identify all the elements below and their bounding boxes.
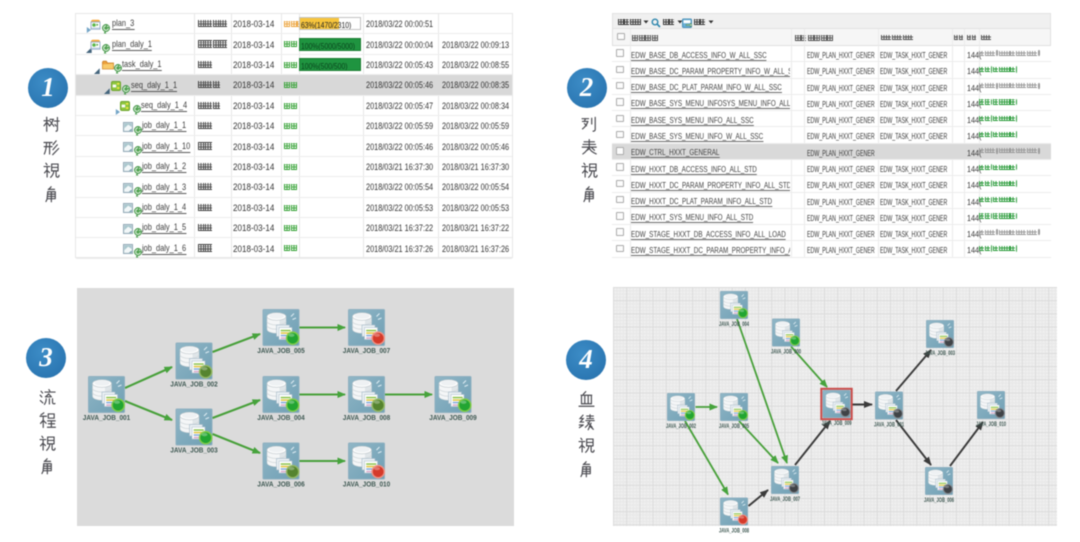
svg-text:JAVA_JOB_005: JAVA_JOB_005 xyxy=(257,348,305,355)
svg-text:JAVA_JOB_010: JAVA_JOB_010 xyxy=(976,421,1006,428)
svg-text:JAVA_JOB_004: JAVA_JOB_004 xyxy=(719,321,749,328)
svg-text:JAVA_JOB_006: JAVA_JOB_006 xyxy=(257,482,305,489)
svg-text:JAVA_JOB_004: JAVA_JOB_004 xyxy=(257,415,305,422)
svg-text:JAVA_JOB_002: JAVA_JOB_002 xyxy=(170,382,218,389)
svg-text:JAVA_JOB_010: JAVA_JOB_010 xyxy=(343,482,391,489)
svg-text:JAVA_JOB_003: JAVA_JOB_003 xyxy=(170,448,218,455)
svg-text:JAVA_JOB_007: JAVA_JOB_007 xyxy=(343,348,391,355)
svg-text:JAVA_JOB_005: JAVA_JOB_005 xyxy=(719,423,749,430)
svg-text:JAVA_JOB_006: JAVA_JOB_006 xyxy=(924,497,954,504)
svg-text:JAVA_JOB_008: JAVA_JOB_008 xyxy=(343,415,391,422)
svg-text:JAVA_JOB_009: JAVA_JOB_009 xyxy=(822,420,852,427)
svg-text:JAVA_JOB_003: JAVA_JOB_003 xyxy=(925,350,955,357)
svg-text:JAVA_JOB_008: JAVA_JOB_008 xyxy=(719,528,749,535)
svg-text:JAVA_JOB_007: JAVA_JOB_007 xyxy=(770,496,800,503)
svg-text:JAVA_JOB_009: JAVA_JOB_009 xyxy=(429,415,477,422)
svg-text:JAVA_JOB_001: JAVA_JOB_001 xyxy=(83,415,131,422)
svg-text:JAVA_JOB_002: JAVA_JOB_002 xyxy=(666,423,696,430)
svg-text:JAVA_JOB_001: JAVA_JOB_001 xyxy=(874,422,904,429)
svg-text:JAVA_JOB_000: JAVA_JOB_000 xyxy=(771,349,801,356)
